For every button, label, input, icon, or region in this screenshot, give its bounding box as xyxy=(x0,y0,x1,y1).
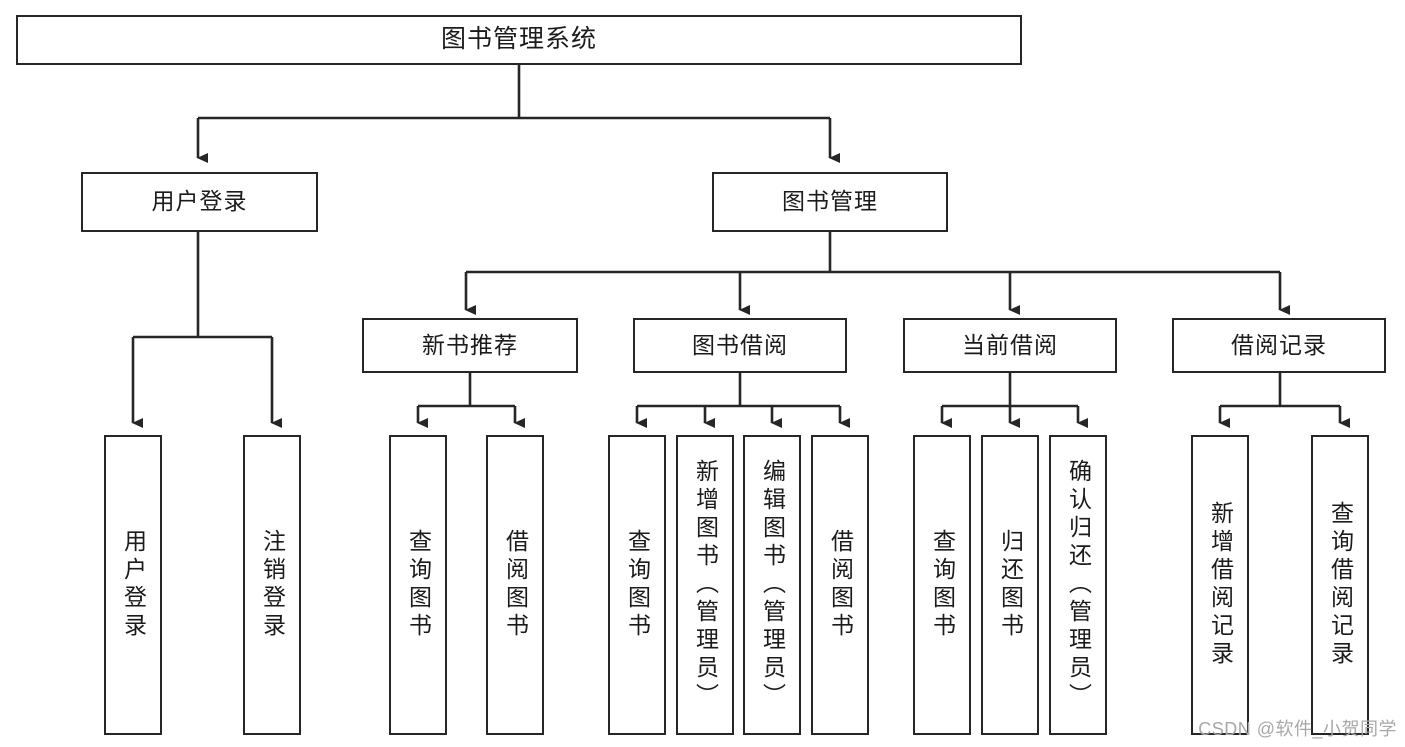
leaf-recommend-query-book[interactable]: 查询图书 xyxy=(389,435,447,735)
leaf-records-add-record[interactable]: 新增借阅记录 xyxy=(1191,435,1249,735)
leaf-current-confirm-return-admin[interactable]: 确认归还（管理员） xyxy=(1049,435,1107,735)
node-label: 当前借阅 xyxy=(962,331,1058,358)
node-label: 新书推荐 xyxy=(422,331,518,358)
node-book-management[interactable]: 图书管理 xyxy=(712,172,948,232)
node-label: 查询图书 xyxy=(624,529,651,641)
node-label: 图书借阅 xyxy=(692,331,788,358)
node-current-borrow[interactable]: 当前借阅 xyxy=(903,318,1117,373)
leaf-borrow-borrow-book[interactable]: 借阅图书 xyxy=(811,435,869,735)
node-label: 查询图书 xyxy=(929,529,956,641)
leaf-recommend-borrow-book[interactable]: 借阅图书 xyxy=(486,435,544,735)
node-new-book-recommend[interactable]: 新书推荐 xyxy=(362,318,578,373)
node-label: 注销登录 xyxy=(259,529,286,641)
node-label: 借阅记录 xyxy=(1231,331,1327,358)
node-user-login[interactable]: 用户登录 xyxy=(81,172,318,232)
node-borrow-records[interactable]: 借阅记录 xyxy=(1172,318,1386,373)
node-label: 借阅图书 xyxy=(827,529,854,641)
node-root-system[interactable]: 图书管理系统 xyxy=(16,15,1022,65)
node-label: 借阅图书 xyxy=(502,529,529,641)
node-label: 用户登录 xyxy=(151,188,248,215)
leaf-records-query-record[interactable]: 查询借阅记录 xyxy=(1311,435,1369,735)
leaf-borrow-query-book[interactable]: 查询图书 xyxy=(608,435,666,735)
node-label: 新增图书（管理员） xyxy=(692,459,719,711)
leaf-user-login[interactable]: 用户登录 xyxy=(104,435,162,735)
node-label: 归还图书 xyxy=(997,529,1024,641)
node-label: 新增借阅记录 xyxy=(1207,501,1234,669)
watermark-text: CSDN @软件_小贺同学 xyxy=(1198,719,1397,739)
node-label: 编辑图书（管理员） xyxy=(759,459,786,711)
node-label: 确认归还（管理员） xyxy=(1065,459,1092,711)
leaf-current-query-book[interactable]: 查询图书 xyxy=(913,435,971,735)
leaf-borrow-edit-book-admin[interactable]: 编辑图书（管理员） xyxy=(743,435,801,735)
node-label: 图书管理系统 xyxy=(440,25,597,54)
leaf-borrow-add-book-admin[interactable]: 新增图书（管理员） xyxy=(676,435,734,735)
node-label: 图书管理 xyxy=(782,188,878,215)
leaf-user-logout[interactable]: 注销登录 xyxy=(243,435,301,735)
node-label: 查询图书 xyxy=(405,529,432,641)
node-label: 用户登录 xyxy=(120,529,147,641)
leaf-current-return-book[interactable]: 归还图书 xyxy=(981,435,1039,735)
node-book-borrow[interactable]: 图书借阅 xyxy=(633,318,847,373)
node-label: 查询借阅记录 xyxy=(1327,501,1354,669)
